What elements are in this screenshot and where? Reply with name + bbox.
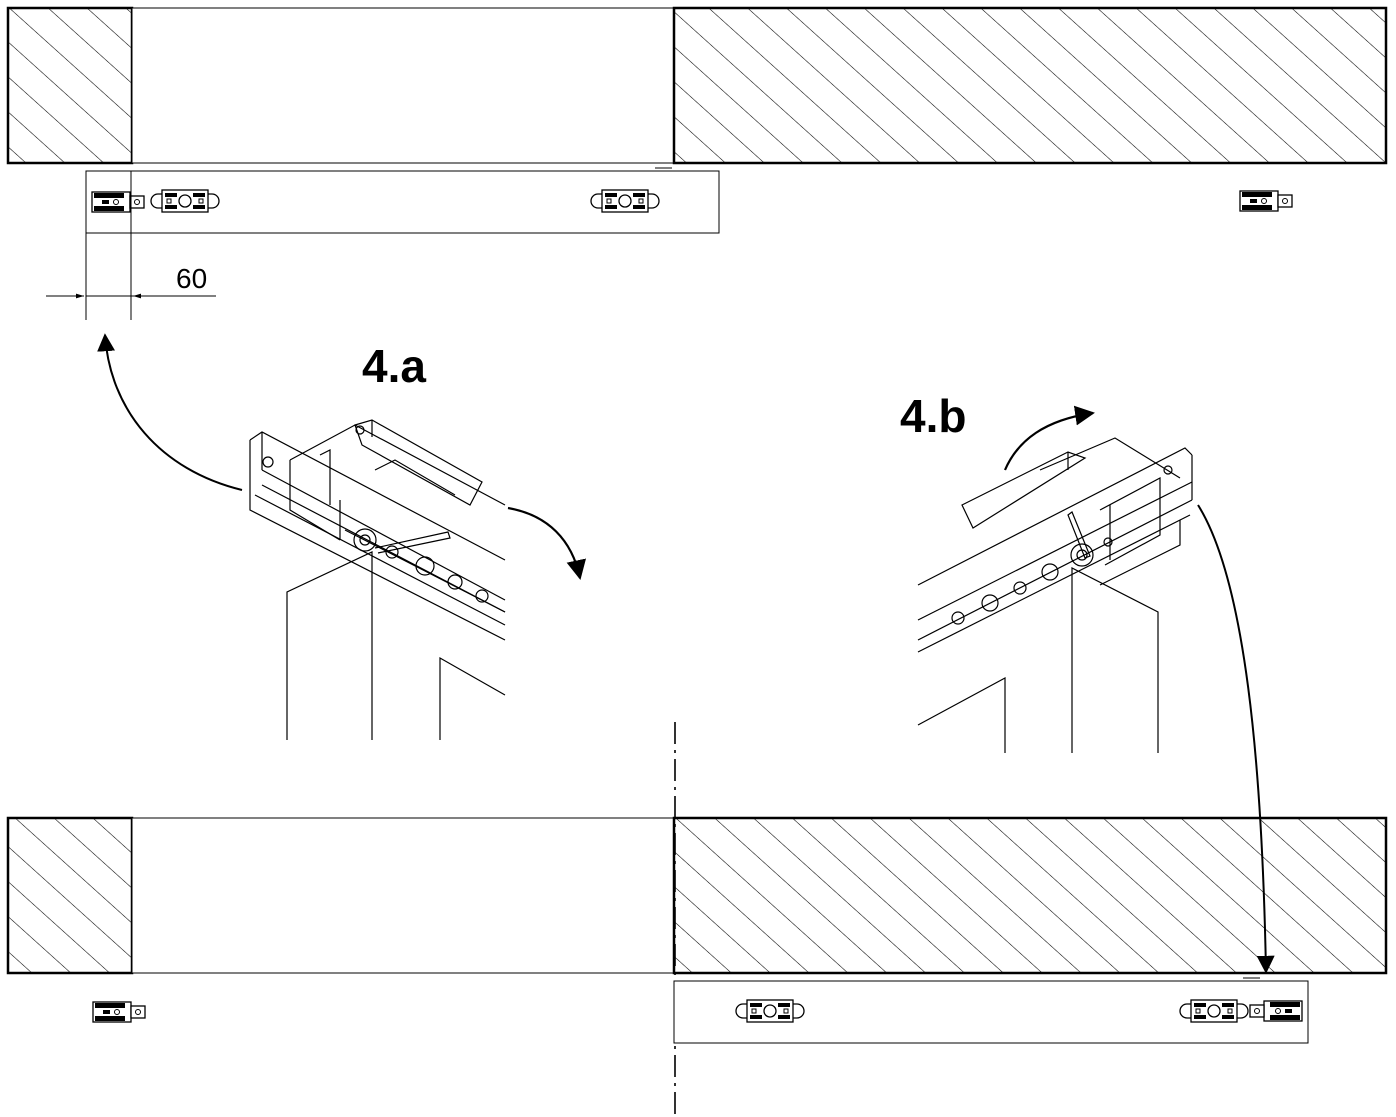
- rotation-arrow-b: [1003, 405, 1095, 471]
- step-label-a: 4.a: [362, 340, 426, 392]
- rotation-arrow-a: [507, 506, 587, 580]
- detail-b-track: [917, 437, 1193, 753]
- bottom-wall-section: [6, 816, 1388, 975]
- door-opening-top: [131, 7, 675, 164]
- top-wall-section: [6, 6, 1388, 165]
- bottom-door-panel: [92, 977, 1309, 1044]
- step-label-b: 4.b: [900, 390, 966, 442]
- dimension-label: 60: [176, 263, 207, 294]
- stopper-icon: [1239, 190, 1293, 212]
- detail-a-track: [249, 419, 506, 740]
- wall-right-bottom: [672, 816, 1388, 975]
- dimension-60: 60: [46, 171, 216, 320]
- curved-arrow-a: [97, 333, 243, 491]
- wall-left-top: [6, 6, 134, 165]
- top-door-panel: [85, 167, 1293, 234]
- wall-right-top: [672, 6, 1388, 165]
- door-opening-bottom: [131, 817, 675, 974]
- wall-left-bottom: [6, 816, 134, 975]
- stopper-icon: [92, 1001, 146, 1023]
